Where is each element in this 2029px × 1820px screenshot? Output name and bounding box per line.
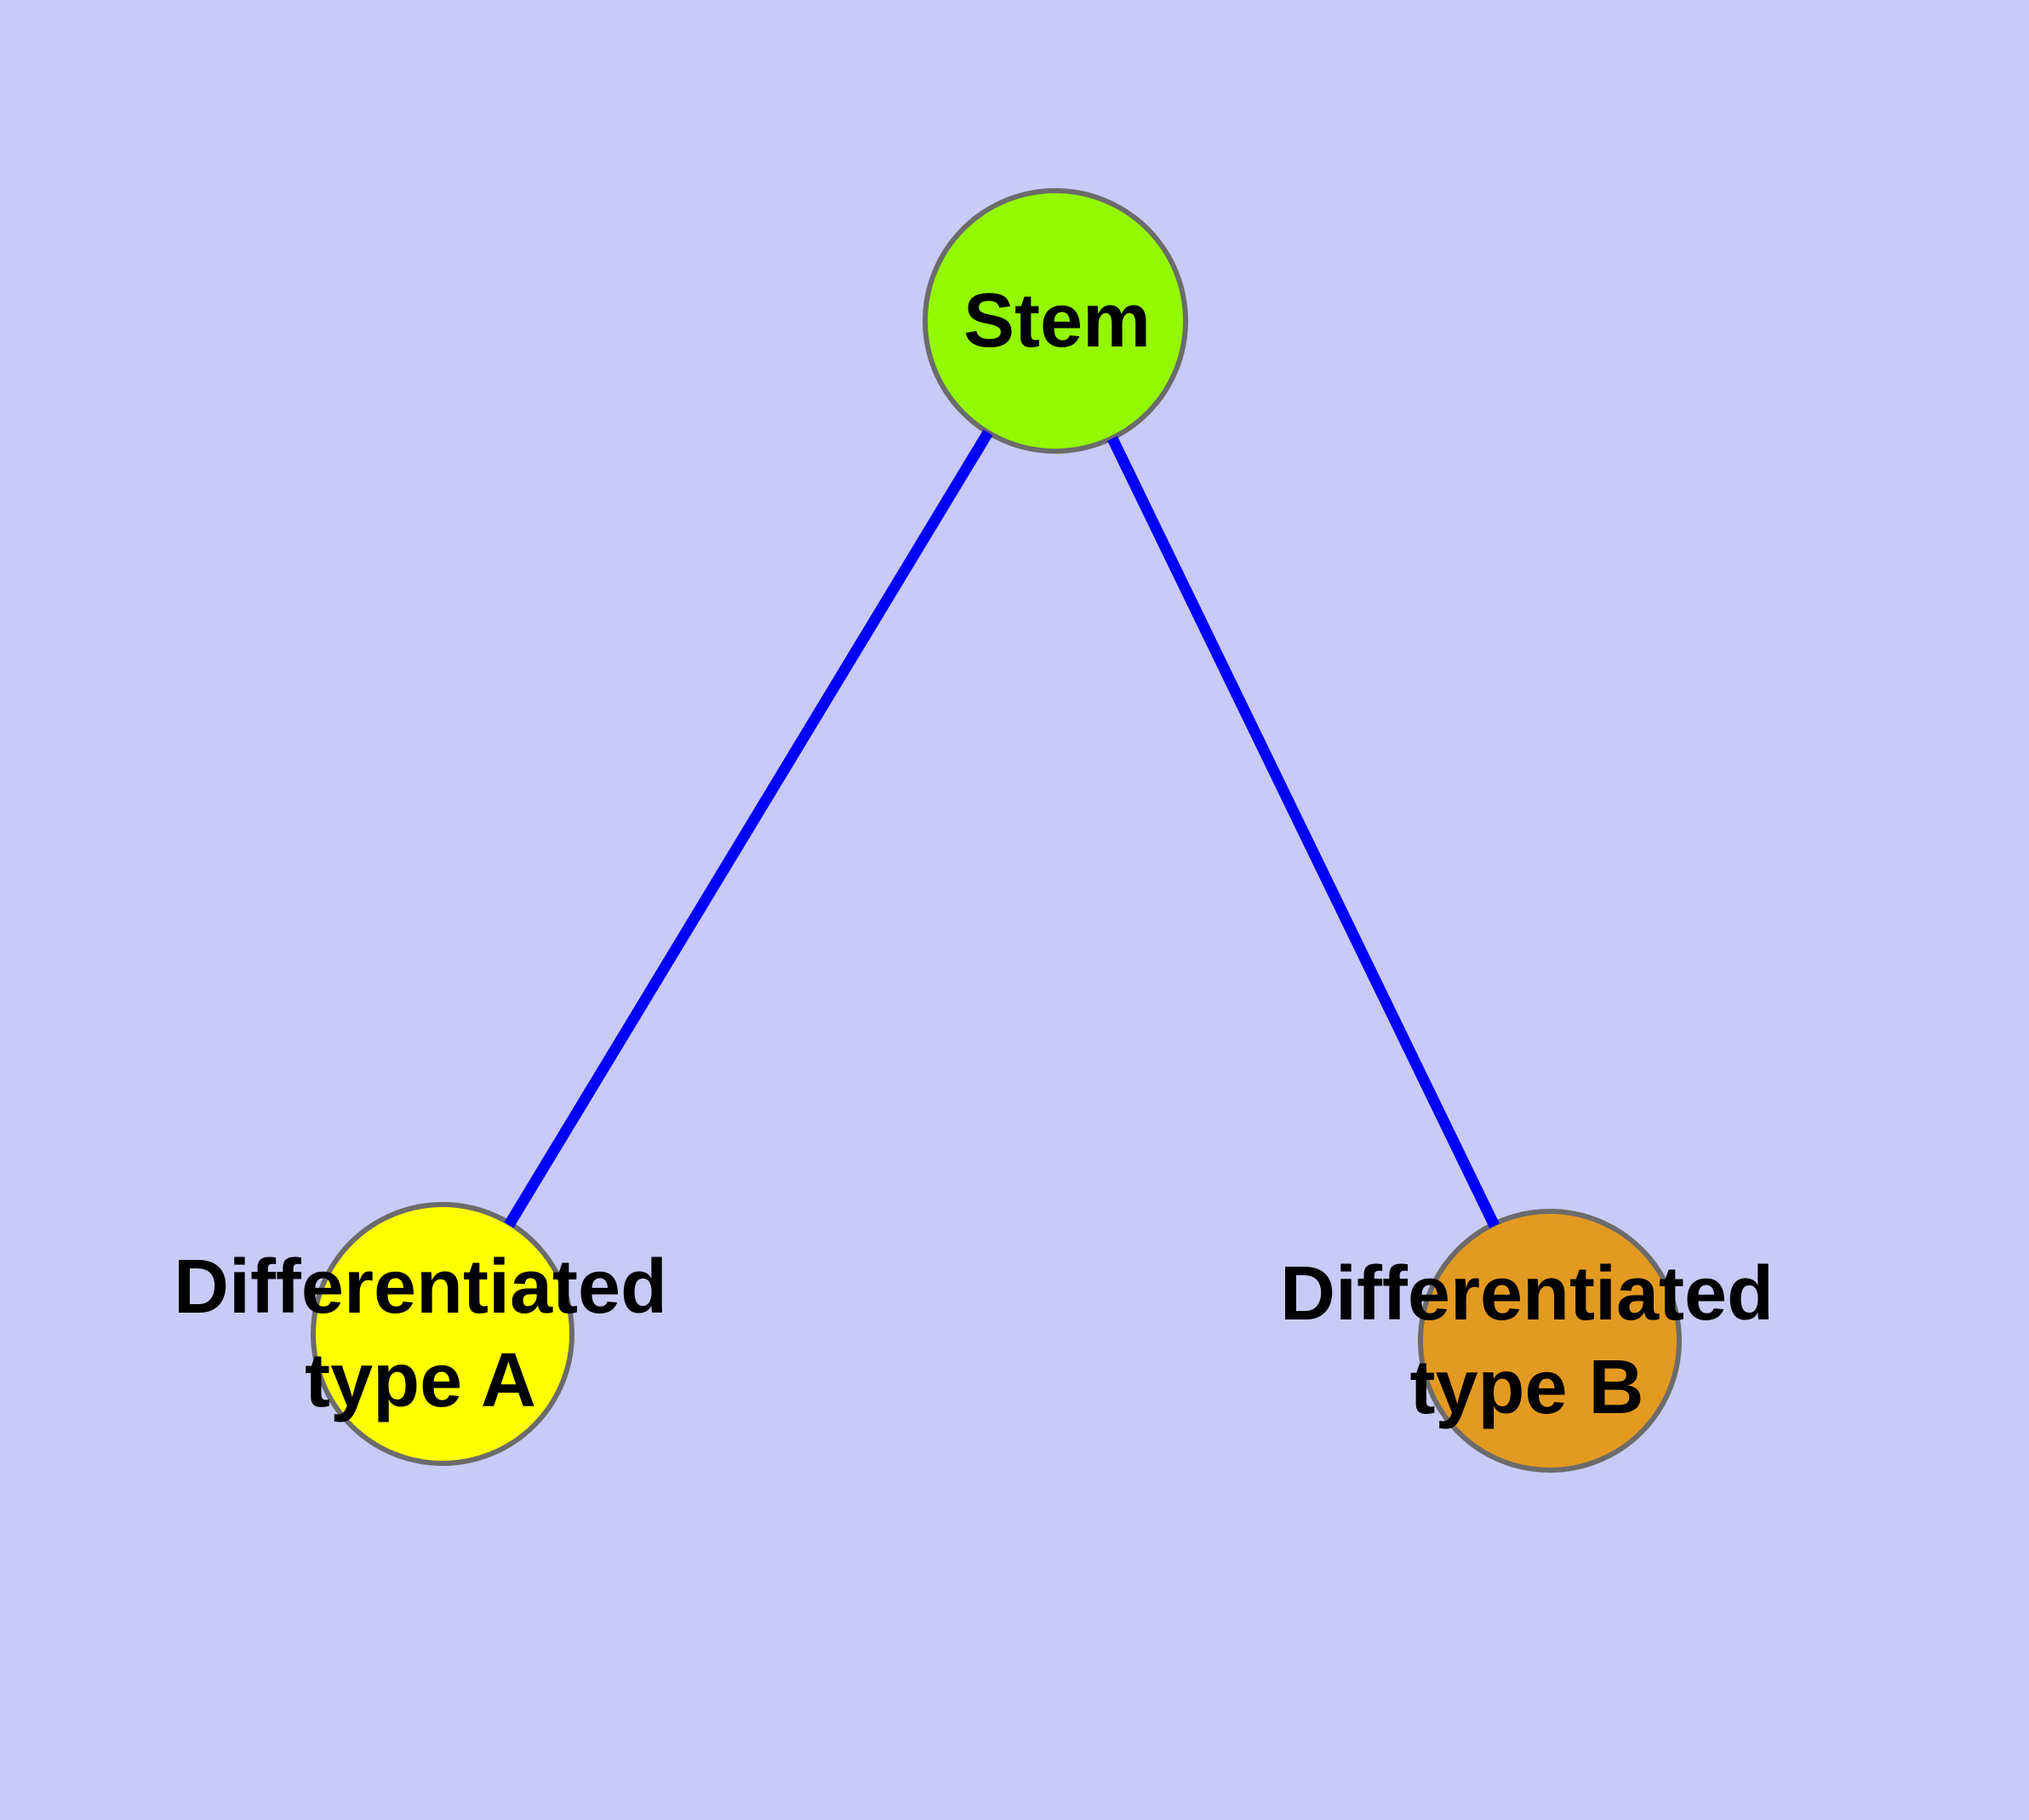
node-stem-label: Stem <box>963 278 1151 363</box>
node-differentiated-type-b-label-line-2: type B <box>1409 1345 1643 1430</box>
node-differentiated-type-b-label-line-1: Differentiated <box>1280 1251 1774 1336</box>
edge-stem-to-differentiated-type-a <box>504 429 993 1228</box>
node-differentiated-type-a-label-line-1: Differentiated <box>174 1245 667 1330</box>
node-differentiated-type-a-circle <box>311 1202 574 1466</box>
node-differentiated-type-b-circle <box>1418 1209 1682 1473</box>
edge-stem-to-differentiated-type-b <box>1107 436 1500 1228</box>
node-differentiated-type-a-label-line-2: type A <box>305 1338 536 1423</box>
node-stem-circle <box>923 188 1188 454</box>
